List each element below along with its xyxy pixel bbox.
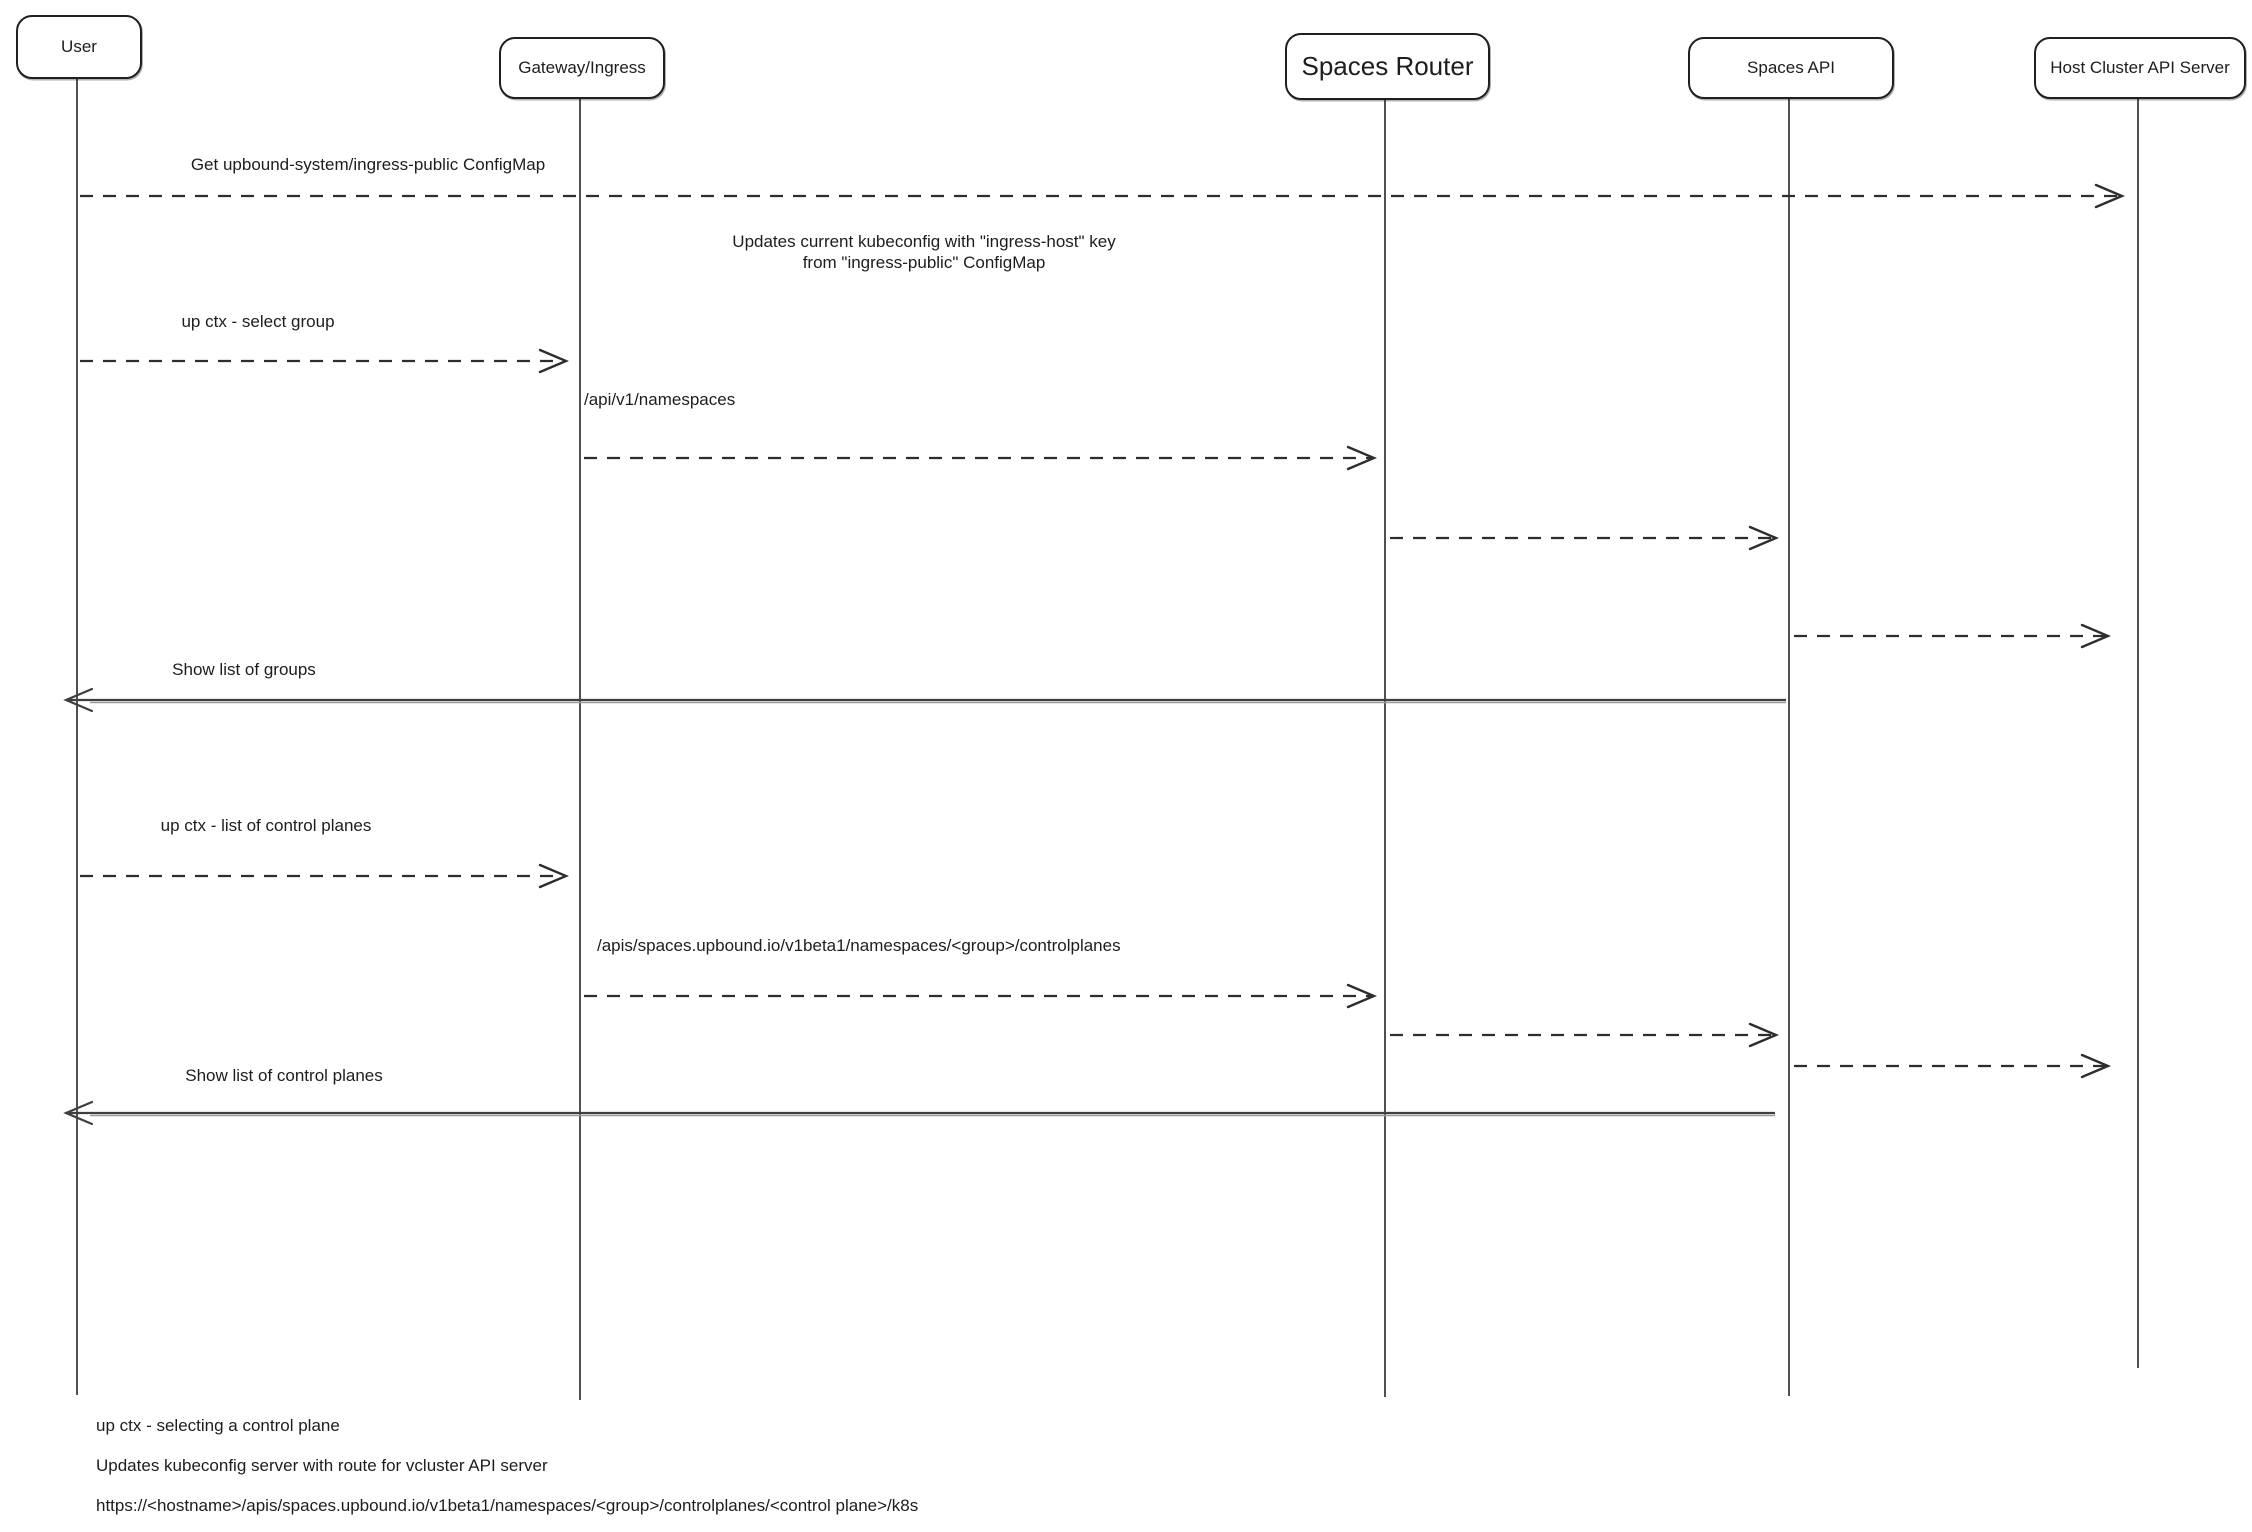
actor-box-host-cluster-api-server: Host Cluster API Server bbox=[2034, 37, 2246, 99]
note-updates-kubeconfig: Updates current kubeconfig with "ingress… bbox=[732, 232, 1116, 272]
message-label-up-ctx-select-group: up ctx - select group bbox=[181, 312, 335, 331]
actor-label-gateway-ingress: Gateway/Ingress bbox=[518, 58, 646, 77]
actor-label-host-cluster-api-server: Host Cluster API Server bbox=[2050, 58, 2230, 77]
message-label-show-list-of-control-planes: Show list of control planes bbox=[185, 1066, 383, 1085]
actor-box-spaces-router: Spaces Router bbox=[1285, 33, 1490, 100]
actor-box-spaces-api: Spaces API bbox=[1688, 37, 1894, 99]
footnote-updates-kubeconfig-server: Updates kubeconfig server with route for… bbox=[96, 1456, 548, 1475]
message-label-apis-controlplanes: /apis/spaces.upbound.io/v1beta1/namespac… bbox=[597, 936, 1121, 955]
footnote-controlplane-url: https://<hostname>/apis/spaces.upbound.i… bbox=[96, 1496, 919, 1515]
footnote-selecting-control-plane: up ctx - selecting a control plane bbox=[96, 1416, 340, 1435]
message-label-get-configmap: Get upbound-system/ingress-public Config… bbox=[190, 155, 546, 174]
actor-box-user: User bbox=[16, 15, 142, 79]
actor-label-user: User bbox=[61, 37, 97, 56]
actor-label-spaces-router: Spaces Router bbox=[1301, 51, 1474, 81]
actor-label-spaces-api: Spaces API bbox=[1747, 58, 1835, 77]
actor-box-gateway-ingress: Gateway/Ingress bbox=[499, 37, 665, 99]
message-label-up-ctx-list-control-planes: up ctx - list of control planes bbox=[160, 816, 372, 835]
message-label-show-list-of-groups: Show list of groups bbox=[172, 660, 316, 679]
message-label-api-v1-namespaces: /api/v1/namespaces bbox=[584, 390, 736, 409]
